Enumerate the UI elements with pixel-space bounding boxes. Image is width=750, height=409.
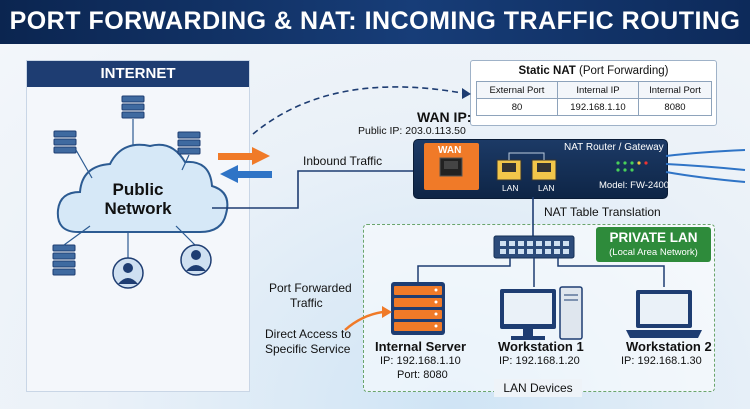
- router-cables: [665, 149, 746, 183]
- cloud-label-public: Public: [112, 180, 164, 199]
- wan-port-icon: [439, 157, 463, 177]
- cloud-icon: [56, 143, 229, 233]
- status-leds: [616, 161, 648, 172]
- lan-port-label-1: LAN: [502, 183, 519, 193]
- inbound-traffic-label: Inbound Traffic: [303, 154, 383, 168]
- device-name-workstation-2: Workstation 2: [626, 339, 712, 354]
- wan-port-label: WAN: [438, 145, 462, 156]
- nat-dashed-arrow: [252, 86, 463, 135]
- cell-internal-port: 8080: [638, 98, 712, 116]
- switch-icon: [493, 235, 575, 259]
- router-name: NAT Router / Gateway: [564, 142, 664, 153]
- device-name-workstation-1: Workstation 1: [498, 339, 584, 354]
- user-icon: [180, 244, 212, 276]
- lan-port-icon: [531, 159, 557, 181]
- header-internal-port: Internal Port: [638, 81, 712, 99]
- device-name-internal-server: Internal Server: [375, 339, 467, 354]
- static-nat-table: External Port Internal IP Internal Port …: [476, 81, 712, 116]
- server-icon: [121, 95, 145, 119]
- private-lan-subtitle: (Local Area Network): [609, 247, 698, 258]
- inbound-arrow: [218, 147, 270, 165]
- lan-devices-label: LAN Devices: [494, 379, 582, 397]
- port-forward-arrow: [344, 310, 384, 331]
- wan-link-line: [212, 170, 413, 209]
- direct-access-label-2: Specific Service: [265, 342, 351, 356]
- laptop-icon: [626, 290, 702, 338]
- desktop-icon: [500, 286, 583, 340]
- server-icon: [391, 282, 445, 335]
- port-forwarded-label-1: Port Forwarded: [269, 281, 352, 295]
- user-icon: [112, 257, 144, 289]
- lan-port-icon: [496, 159, 522, 181]
- static-nat-table-box: Static NAT (Port Forwarding) External Po…: [470, 60, 717, 126]
- static-nat-title: Static NAT (Port Forwarding): [518, 65, 669, 77]
- wan-ip-title: WAN IP:: [417, 109, 472, 125]
- nat-table-translation-label: NAT Table Translation: [544, 205, 661, 219]
- table-header-row: External Port Internal IP Internal Port: [476, 81, 712, 99]
- wan-public-ip: Public IP: 203.0.113.50: [358, 125, 466, 137]
- device-ip-workstation-1: IP: 192.168.1.20: [499, 355, 580, 367]
- cloud-label-network: Network: [104, 199, 172, 218]
- private-lan-title: PRIVATE LAN: [609, 230, 698, 245]
- router-model: Model: FW-2400: [599, 180, 670, 191]
- header-external-port: External Port: [476, 81, 558, 99]
- device-port-internal-server: Port: 8080: [397, 369, 448, 381]
- server-icon: [53, 130, 77, 154]
- header-internal-ip: Internal IP: [557, 81, 639, 99]
- direct-access-label-1: Direct Access to: [265, 327, 352, 341]
- title-banner: PORT FORWARDING & NAT: INCOMING TRAFFIC …: [0, 0, 750, 44]
- device-ip-workstation-2: IP: 192.168.1.30: [621, 355, 702, 367]
- lan-port-label-2: LAN: [538, 183, 555, 193]
- internet-header: INTERNET: [27, 61, 249, 87]
- table-row: 80 192.168.1.10 8080: [476, 98, 712, 116]
- device-ip-internal-server: IP: 192.168.1.10: [380, 355, 461, 367]
- port-forwarded-label-2: Traffic: [290, 296, 323, 310]
- outbound-arrow: [220, 165, 272, 183]
- private-lan-badge: PRIVATE LAN (Local Area Network): [596, 227, 711, 262]
- server-icon: [52, 244, 76, 276]
- page-title: PORT FORWARDING & NAT: INCOMING TRAFFIC …: [9, 7, 741, 35]
- server-icon: [177, 131, 201, 155]
